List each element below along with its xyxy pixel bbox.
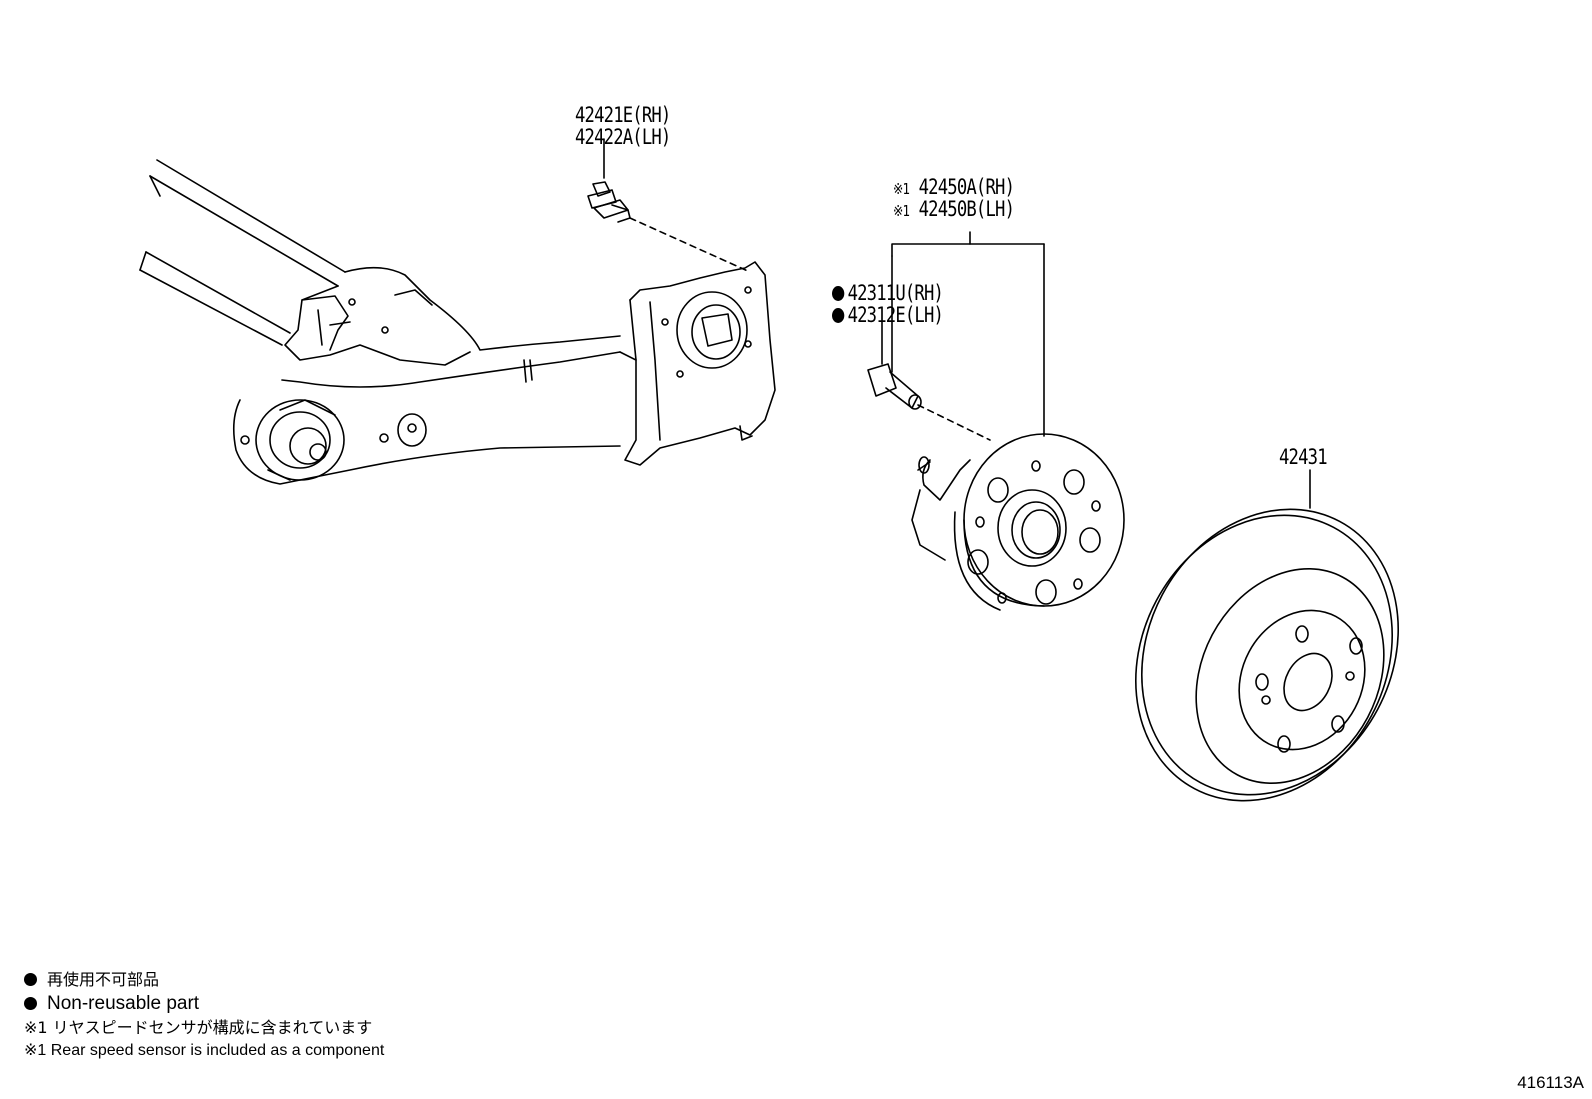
callout-hub-rh: ※1 42450A(RH) — [893, 175, 1015, 200]
legend-non-reusable-en-text: Non-reusable part — [47, 993, 200, 1014]
legend-note1-en: ※1 Rear speed sensor is included as a co… — [24, 1042, 385, 1059]
legend-non-reusable-jp-text: 再使用不可部品 — [47, 970, 160, 989]
callout-hub-lh-number: 42450B(LH) — [918, 197, 1015, 221]
callout-bolt-lh: 42422A(LH) — [575, 125, 671, 149]
legend-non-reusable-en: Non-reusable part — [24, 994, 199, 1014]
callout-hub-lh: ※1 42450B(LH) — [893, 197, 1015, 222]
flange-bolt — [587, 138, 751, 273]
non-reusable-bullet-icon — [24, 973, 37, 986]
rear-axle-beam — [139, 159, 776, 485]
legend-non-reusable-jp: 再使用不可部品 — [24, 970, 159, 990]
non-reusable-bullet-icon — [24, 997, 37, 1010]
brake-disc — [1135, 469, 1399, 802]
callout-stud-lh: 42312E(LH) — [832, 303, 944, 327]
callout-stud-lh-number: 42312E(LH) — [847, 303, 944, 327]
diagram-id: 416113A — [1517, 1073, 1584, 1092]
callout-stud-rh: 42311U(RH) — [832, 281, 944, 305]
note-mark: ※1 — [893, 202, 910, 220]
callout-stud-rh-number: 42311U(RH) — [847, 281, 944, 305]
callout-bolt-rh: 42421E(RH) — [575, 103, 671, 127]
non-reusable-bullet-icon — [832, 286, 845, 301]
hub-bearing-assembly — [891, 231, 1125, 611]
note-mark: ※1 — [893, 180, 910, 198]
non-reusable-bullet-icon — [832, 308, 845, 323]
hub-bolt — [867, 321, 991, 441]
legend-note1-jp: ※1 リヤスピードセンサが構成に含まれています — [24, 1018, 373, 1037]
callout-disc: 42431 — [1279, 445, 1328, 469]
callout-hub-rh-number: 42450A(RH) — [918, 175, 1015, 199]
